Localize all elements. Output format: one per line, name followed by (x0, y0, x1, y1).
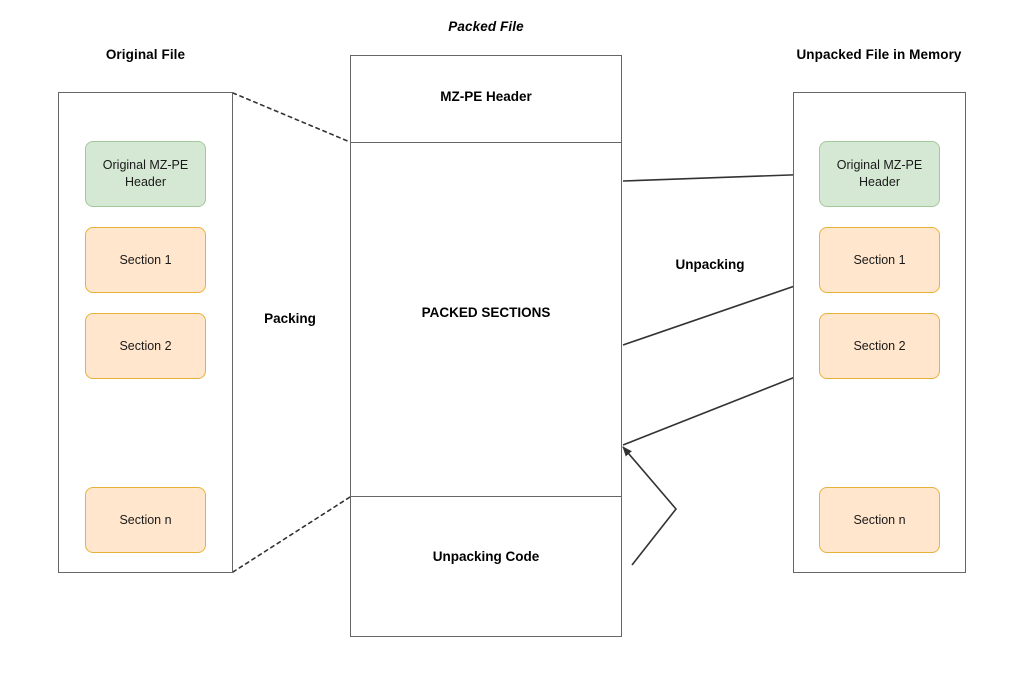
unpacking-code-trigger-arrow (622, 446, 678, 566)
packing-guide-bottom (232, 496, 351, 573)
block-label: Original MZ-PE Header (102, 158, 189, 189)
unpacked-file-block-header: Original MZ-PE Header (819, 141, 940, 207)
block-label: Section 1 (119, 252, 172, 267)
block-label: Section 2 (119, 338, 172, 353)
unpack-arrow-header (622, 170, 819, 182)
original-file-title: Original File (105, 47, 186, 62)
unpacked-file-title: Unpacked File in Memory (796, 47, 962, 62)
block-label: Section n (119, 512, 172, 527)
packed-file-packed-sections-label: PACKED SECTIONS (421, 305, 551, 320)
unpack-arrow-section1 (622, 277, 819, 346)
unpacked-file-block-section2: Section 2 (819, 313, 940, 379)
unpack-arrow-section2 (622, 367, 819, 446)
packing-guide-top (232, 92, 351, 143)
unpacking-edge-label: Unpacking (675, 257, 745, 272)
block-label: Section n (853, 512, 906, 527)
packed-file-title: Packed File (448, 19, 524, 34)
original-file-block-section1: Section 1 (85, 227, 206, 293)
packed-file-unpacking-code-label: Unpacking Code (432, 549, 540, 564)
block-label: Section 2 (853, 338, 906, 353)
packed-file-divider-bottom (350, 496, 622, 497)
unpacked-file-block-sectionn: Section n (819, 487, 940, 553)
original-file-block-sectionn: Section n (85, 487, 206, 553)
block-label: Section 1 (853, 252, 906, 267)
block-label: Original MZ-PE Header (836, 158, 923, 189)
original-file-block-section2: Section 2 (85, 313, 206, 379)
packed-file-divider-top (350, 142, 622, 143)
packed-file-header-label: MZ-PE Header (440, 89, 532, 104)
original-file-block-header: Original MZ-PE Header (85, 141, 206, 207)
unpacked-file-block-section1: Section 1 (819, 227, 940, 293)
packed-file-container (350, 55, 622, 637)
packing-edge-label: Packing (264, 311, 316, 326)
